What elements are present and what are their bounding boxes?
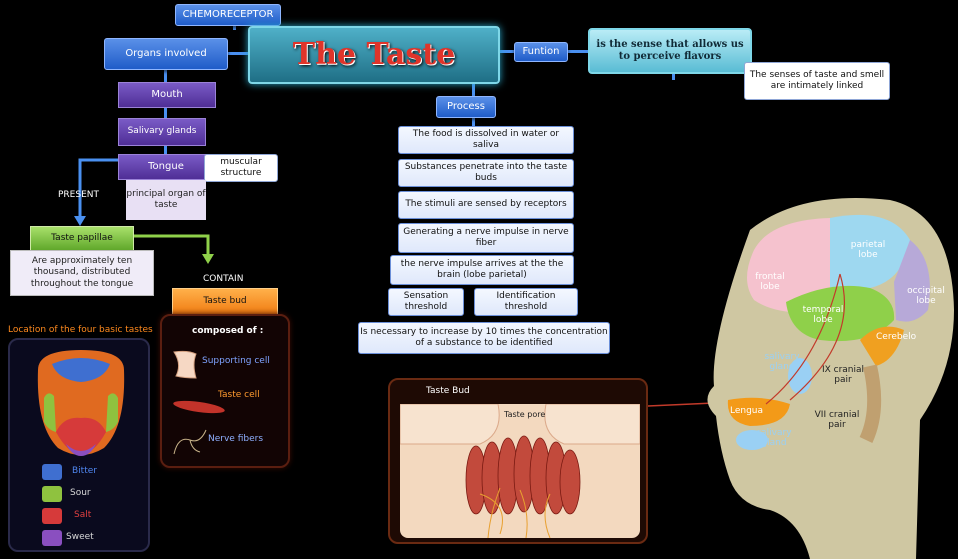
process-step: Generating a nerve impulse in nerve fibe… bbox=[398, 223, 574, 253]
function-node: Funtion bbox=[514, 42, 568, 62]
supporting-cell-icon bbox=[173, 350, 197, 379]
temporal-lobe-label: temporal lobe bbox=[802, 305, 844, 325]
identification-threshold-node: Identification threshold bbox=[474, 288, 578, 316]
process-step: the nerve impulse arrives at the the bra… bbox=[390, 255, 574, 285]
vii-cranial-pair-label: VII cranial pair bbox=[814, 410, 860, 430]
legend-label: Salt bbox=[74, 510, 92, 520]
papillae-description: Are approximately ten thousand, distribu… bbox=[10, 250, 154, 296]
mouth-node: Mouth bbox=[118, 82, 216, 108]
connector bbox=[472, 84, 475, 96]
connector bbox=[164, 146, 167, 154]
connector bbox=[566, 50, 588, 53]
legend-label: Bitter bbox=[72, 466, 97, 476]
chemoreceptor-label: CHEMORECEPTOR bbox=[175, 4, 281, 26]
legend-swatch bbox=[42, 486, 62, 502]
connector bbox=[228, 52, 250, 55]
composed-of-panel: composed of : Supporting cell Taste cell… bbox=[160, 314, 290, 468]
tastes-map-title: Location of the four basic tastes bbox=[8, 325, 153, 335]
legend-label: Sweet bbox=[66, 532, 94, 542]
connector bbox=[164, 108, 167, 118]
cerebelo-label: Cerebelo bbox=[876, 332, 917, 342]
page-title: The Taste bbox=[248, 26, 500, 84]
connector bbox=[672, 74, 675, 80]
taste-cell-icon bbox=[173, 400, 225, 414]
taste-papillae-node: Taste papillae bbox=[30, 226, 134, 252]
lengua-label: Lengua bbox=[730, 406, 764, 416]
parietal-lobe-label: parietal lobe bbox=[850, 240, 886, 260]
composed-of-label: composed of : bbox=[192, 326, 264, 336]
legend-swatch bbox=[42, 464, 62, 480]
tongue-note: muscular structure bbox=[204, 154, 278, 182]
taste-cell-label: Taste cell bbox=[218, 390, 260, 400]
tastes-map-panel: Bitter Sour Salt Sweet bbox=[8, 338, 150, 552]
tongue-role: principal organ of taste bbox=[126, 180, 206, 220]
present-arrow bbox=[74, 158, 118, 226]
connector bbox=[500, 50, 516, 53]
title-text: The Taste bbox=[292, 37, 456, 73]
present-label: PRESENT bbox=[58, 190, 99, 200]
process-step: Substances penetrate into the taste buds bbox=[398, 159, 574, 187]
nerve-fibers-label: Nerve fibers bbox=[208, 434, 264, 444]
connector bbox=[472, 118, 475, 128]
function-text: is the sense that allows us to perceive … bbox=[588, 28, 752, 74]
connector bbox=[233, 24, 236, 30]
ix-cranial-pair-label: IX cranial pair bbox=[821, 365, 865, 385]
taste-bud-figure-title: Taste Bud bbox=[426, 386, 470, 396]
occipital-lobe-label: occipital lobe bbox=[907, 286, 945, 306]
process-node: Process bbox=[436, 96, 496, 118]
process-step: The food is dissolved in water or saliva bbox=[398, 126, 574, 154]
function-note: The senses of taste and smell are intima… bbox=[744, 62, 890, 100]
process-step: The stimuli are sensed by receptors bbox=[398, 191, 574, 219]
head-illustration bbox=[707, 198, 954, 559]
legend-label: Sour bbox=[70, 488, 91, 498]
taste-bud-figure: Taste Bud Taste pore bbox=[388, 378, 648, 544]
legend-swatch bbox=[42, 508, 62, 524]
tongue-map-image bbox=[37, 350, 125, 456]
tongue-node: Tongue bbox=[118, 154, 214, 180]
legend-swatch bbox=[42, 530, 62, 546]
organs-involved-node: Organs involved bbox=[104, 38, 228, 70]
taste-bud-node: Taste bud bbox=[172, 288, 278, 316]
salivary-gland-label: salivary gland bbox=[756, 428, 792, 448]
threshold-note: Is necessary to increase by 10 times the… bbox=[358, 322, 610, 354]
taste-pore-label: Taste pore bbox=[504, 410, 546, 419]
salivary-gland-label: salivary gland bbox=[764, 352, 800, 372]
taste-bud-illustration bbox=[400, 404, 640, 538]
contain-label: CONTAIN bbox=[203, 274, 244, 284]
frontal-lobe-label: frontal lobe bbox=[755, 272, 785, 292]
sensation-threshold-node: Sensation threshold bbox=[388, 288, 464, 316]
contain-arrow bbox=[134, 234, 214, 264]
nerve-fibers-icon bbox=[173, 429, 207, 455]
supporting-cell-label: Supporting cell bbox=[202, 356, 270, 366]
connector bbox=[164, 70, 167, 82]
salivary-glands-node: Salivary glands bbox=[118, 118, 206, 146]
